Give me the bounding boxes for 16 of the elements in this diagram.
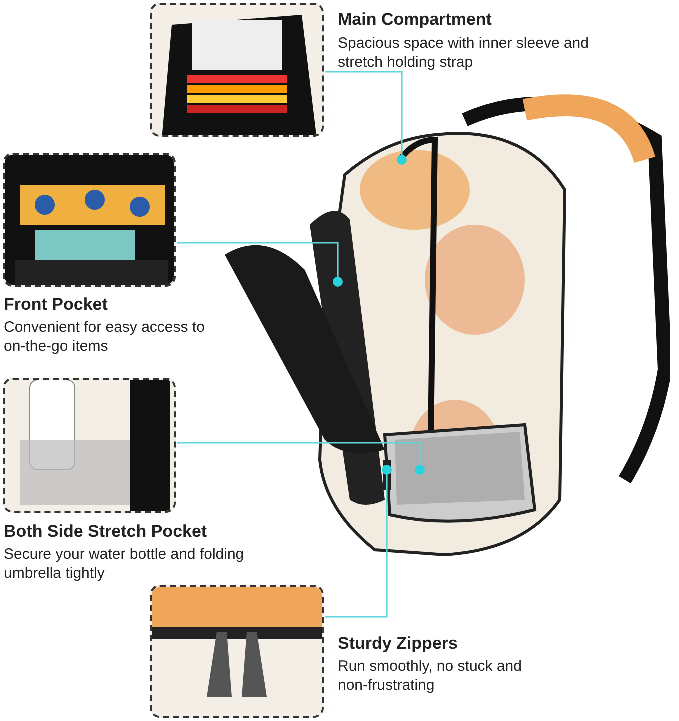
leader-line	[325, 71, 407, 165]
feature-heading: Main Compartment	[338, 10, 492, 30]
side-pocket-photo	[3, 378, 176, 513]
feature-heading: Sturdy Zippers	[338, 634, 458, 654]
leader-line	[177, 442, 425, 475]
feature-heading: Both Side Stretch Pocket	[4, 522, 208, 542]
feature-description: Secure your water bottle and folding umbrella tightly	[4, 545, 246, 583]
pocket-photo	[3, 153, 176, 287]
feature-description: Spacious space with inner sleeve and stretch holding strap	[338, 34, 590, 72]
feature-description: Run smoothly, no stuck and non-frustrating	[338, 657, 523, 695]
feature-heading: Front Pocket	[4, 295, 108, 315]
leader-line	[325, 465, 392, 618]
zipper-photo	[150, 585, 324, 718]
leader-line	[177, 242, 343, 287]
feature-description: Convenient for easy access to on-the-go items	[4, 318, 206, 356]
compartment-photo	[150, 3, 324, 137]
